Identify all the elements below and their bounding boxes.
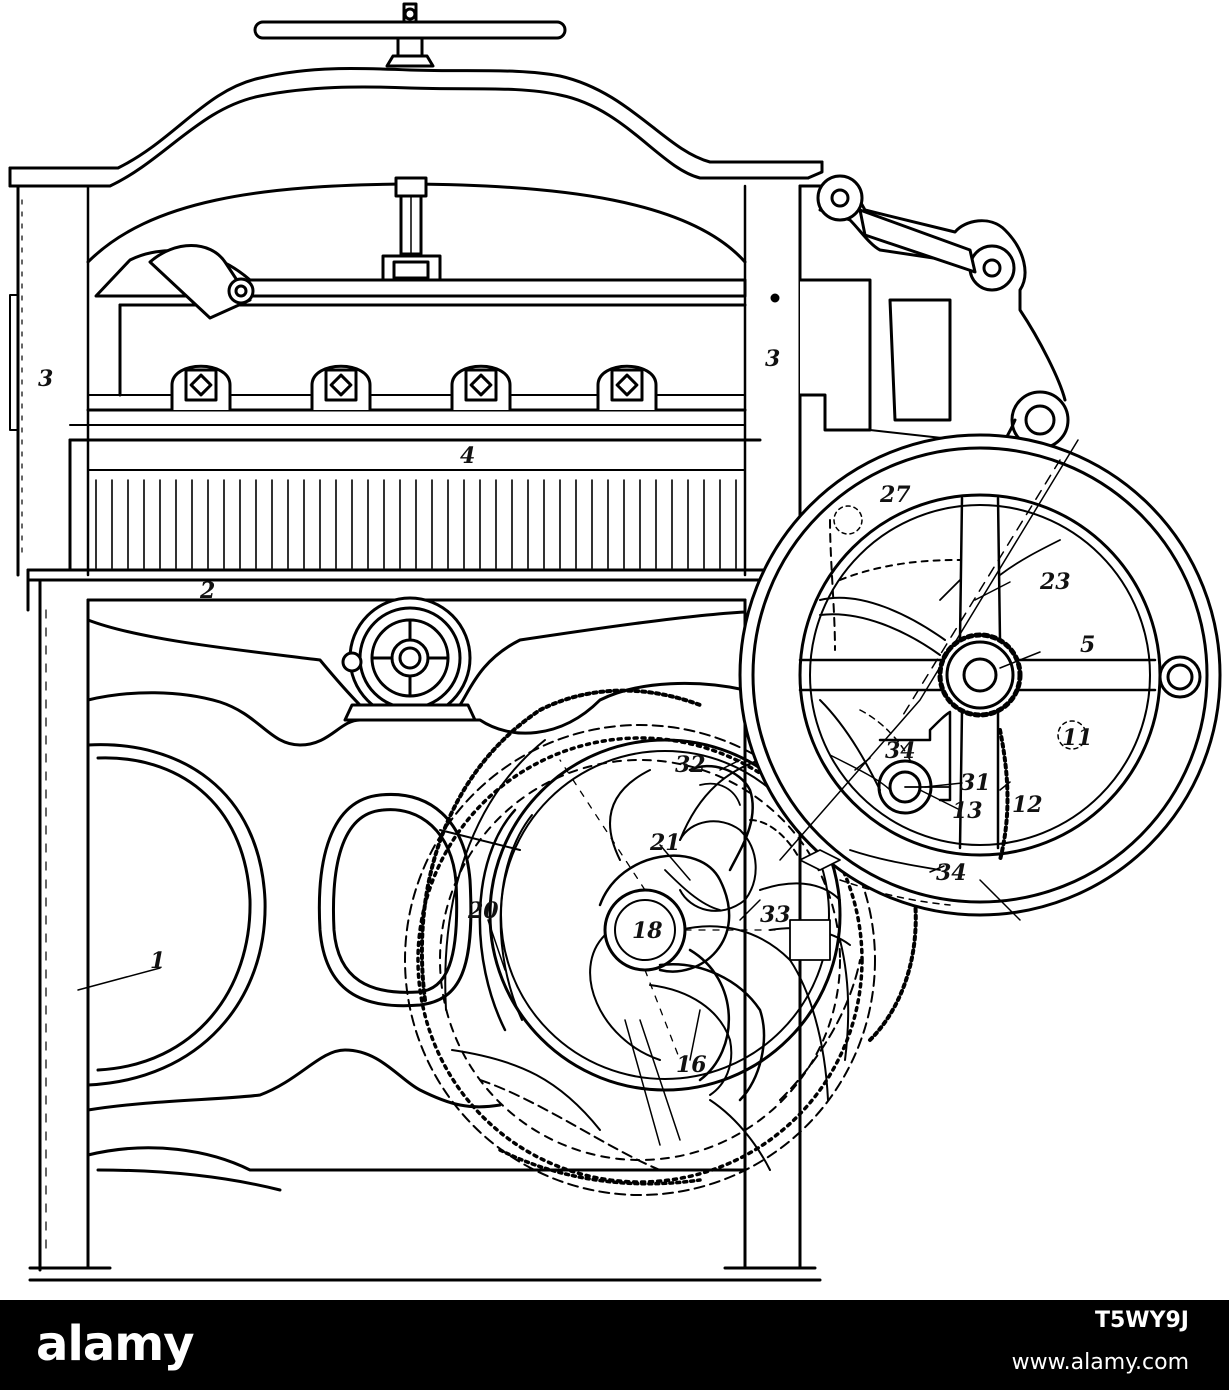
label-lever-34-top: 34 (885, 738, 916, 764)
frame-left (9, 184, 90, 577)
crank-cluster (664, 764, 851, 1101)
arched-crown (8, 66, 824, 188)
paper-cutter-drawing: 3 3 4 2 1 27 23 5 11 34 34 31 13 12 32 2… (8, 2, 1222, 1282)
label-cam-16: 16 (676, 1052, 707, 1078)
large-gear (404, 688, 918, 1196)
label-pin-11: 11 (1062, 725, 1093, 751)
label-link-31: 31 (960, 770, 991, 796)
label-lever-34-bottom: 34 (936, 860, 967, 886)
flywheel (738, 433, 1222, 921)
label-link-33: 33 (760, 902, 791, 928)
watermark-bar: alamy T5WY9J www.alamy.com (0, 1300, 1229, 1390)
label-shaft-13: 13 (952, 798, 983, 824)
label-base: 1 (150, 948, 165, 974)
label-gear-12: 12 (1012, 792, 1043, 818)
cam-16 (624, 963, 771, 1171)
label-frame-right: 3 (765, 346, 780, 372)
bolt-lugs (170, 364, 658, 412)
label-knife-bar: 4 (460, 443, 475, 469)
label-pin-27: 27 (879, 482, 911, 508)
site-url: www.alamy.com (1011, 1350, 1189, 1375)
inner-arch (86, 176, 747, 284)
label-arm-23: 23 (1039, 569, 1071, 595)
center-pulley (341, 596, 477, 722)
pinion-wheel (488, 738, 842, 1092)
paper-stack (95, 479, 737, 569)
image-id: T5WY9J (1094, 1308, 1189, 1333)
leader-lines (77, 439, 1079, 1061)
label-crank-32: 32 (675, 752, 706, 778)
side-linkage (798, 174, 1070, 472)
label-arm-21: 21 (649, 830, 681, 856)
knife-bar (68, 244, 762, 572)
alamy-logo: alamy (36, 1316, 195, 1372)
label-frame-left: 3 (38, 366, 53, 392)
label-shaft-5: 5 (1080, 632, 1095, 658)
part-labels: 3 3 4 2 1 27 23 5 11 34 34 31 13 12 32 2… (38, 346, 1095, 1078)
drawing-svg: 3 3 4 2 1 27 23 5 11 34 34 31 13 12 32 2… (8, 2, 1222, 1282)
label-gear-20: 20 (467, 898, 499, 924)
label-hub-18: 18 (632, 918, 663, 944)
frame-right (743, 184, 802, 577)
top-handwheel (253, 2, 567, 68)
label-table: 2 (199, 578, 215, 604)
